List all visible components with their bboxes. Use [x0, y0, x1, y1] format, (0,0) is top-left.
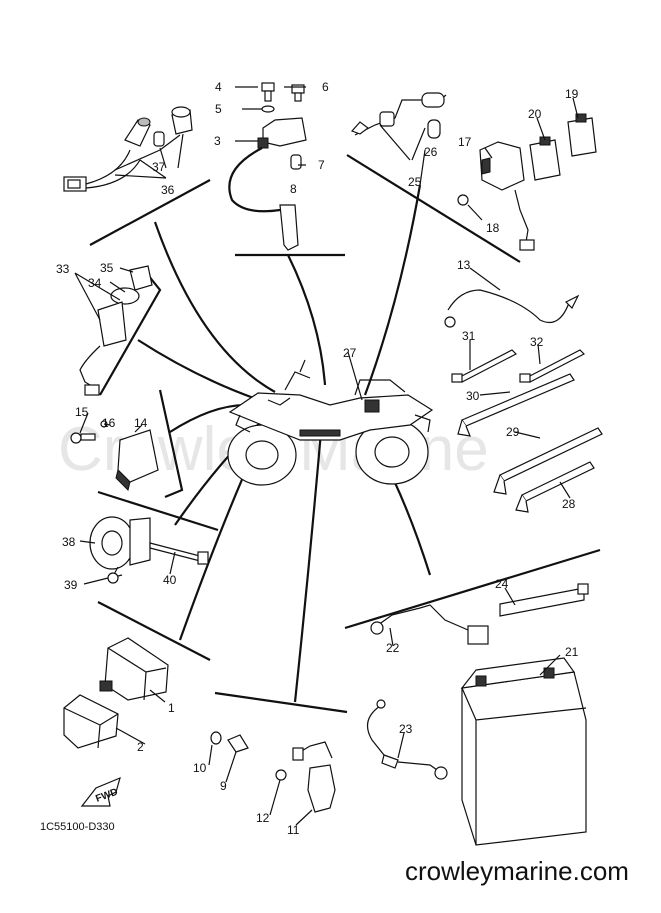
callout-25: 25	[408, 175, 422, 189]
drawing-code: 1C55100-D330	[40, 821, 115, 833]
callout-4: 4	[215, 80, 222, 94]
callout-16: 16	[102, 416, 116, 430]
callout-8: 8	[290, 182, 297, 196]
part-36-37-harness	[63, 106, 193, 192]
callout-11: 11	[287, 823, 300, 837]
callout-22: 22	[386, 641, 400, 655]
callout-34: 34	[88, 276, 102, 290]
callout-26: 26	[424, 145, 438, 159]
atv-vehicle	[227, 359, 434, 486]
callout-20: 20	[528, 107, 542, 121]
callout-7: 7	[318, 158, 325, 172]
callout-29: 29	[506, 425, 520, 439]
callout-19: 19	[565, 87, 579, 101]
callout-9: 9	[220, 779, 227, 793]
part-1-2-cdi-unit	[63, 637, 169, 749]
leader-lines	[137, 184, 432, 703]
callout-15: 15	[75, 405, 89, 419]
callout-17: 17	[458, 135, 472, 149]
callout-33: 33	[56, 262, 70, 276]
callout-10: 10	[193, 761, 207, 775]
callout-numbers: 1 2 3 4 5 6 7 8 9 10 11 12 13 14 15 16 1…	[56, 80, 579, 837]
callout-13: 13	[457, 258, 471, 272]
callout-14: 14	[134, 416, 148, 430]
callout-3: 3	[214, 134, 221, 148]
callout-2: 2	[137, 740, 144, 754]
callout-39: 39	[64, 578, 78, 592]
callout-38: 38	[62, 535, 76, 549]
callout-37: 37	[152, 160, 166, 174]
website-footer: crowleymarine.com	[405, 856, 629, 886]
callout-27: 27	[343, 346, 357, 360]
callout-5: 5	[215, 102, 222, 116]
callout-31: 31	[462, 329, 476, 343]
part-13-28-32-harness-ties	[444, 289, 603, 513]
callout-30: 30	[466, 389, 480, 403]
part-21-24-battery	[366, 583, 589, 846]
callout-12: 12	[256, 811, 270, 825]
part-38-40-horn	[89, 516, 209, 584]
callout-40: 40	[163, 573, 177, 587]
callout-leaders	[74, 86, 579, 826]
callout-24: 24	[495, 577, 509, 591]
part-3-8-ignition-coil	[228, 82, 307, 251]
part-17-20-relays	[457, 113, 597, 251]
callout-35: 35	[100, 261, 114, 275]
callout-32: 32	[530, 335, 544, 349]
fwd-arrow-icon: FWD	[80, 776, 121, 807]
callout-1: 1	[168, 701, 175, 715]
part-14-16-rectifier	[70, 420, 159, 491]
callout-36: 36	[161, 183, 175, 197]
part-25-26-connector	[350, 92, 447, 139]
part-33-35-main-switch	[79, 265, 153, 396]
callout-21: 21	[565, 645, 579, 659]
group-brackets	[89, 154, 601, 714]
callout-18: 18	[486, 221, 500, 235]
callout-6: 6	[322, 80, 329, 94]
callout-23: 23	[399, 722, 413, 736]
part-9-12-sensors	[210, 731, 336, 813]
callout-28: 28	[562, 497, 576, 511]
